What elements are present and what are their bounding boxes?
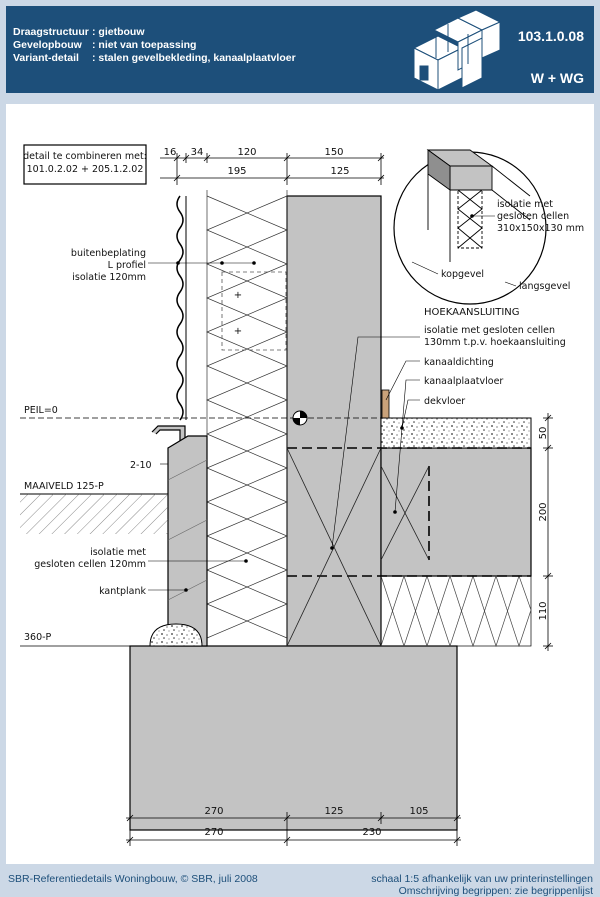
label-isolatie-hoek-1: isolatie met gesloten cellen <box>424 325 555 336</box>
house-isometric-icon <box>412 9 502 91</box>
ground-hatch <box>20 494 168 534</box>
label-kantplank: kantplank <box>99 586 146 597</box>
corrugated-cladding <box>176 195 184 421</box>
title-block: Draagstructuur: gietbouw Gevelopbouw: ni… <box>6 6 594 93</box>
svg-text:+: + <box>234 326 242 337</box>
corner-insul-line1: isolatie met <box>497 199 553 210</box>
combine-note-line1: detail te combineren met: <box>23 151 147 162</box>
footer-scale-note: schaal 1:5 afhankelijk van uw printerins… <box>371 873 593 897</box>
label-isolatie-hoek-2: 130mm t.p.v. hoekaansluiting <box>424 337 566 348</box>
label-kanaaldichting: kanaaldichting <box>424 357 494 368</box>
dim-bottom-105: 105 <box>409 806 428 817</box>
dim-bottom-125: 125 <box>324 806 343 817</box>
l-profile <box>151 425 186 443</box>
footer-glossary-line: Omschrijving begrippen: zie begrippenlij… <box>398 885 593 897</box>
label-buitenbeplating: buitenbeplating <box>71 248 146 259</box>
label-2-10: 2-10 <box>130 460 152 471</box>
slab-dashed-outline <box>287 447 531 577</box>
hollow-core-slab <box>380 447 532 577</box>
svg-text:+: + <box>234 290 242 301</box>
label-isolatie-120: isolatie 120mm <box>72 272 146 283</box>
slab-underside-insulation <box>380 574 532 648</box>
dim-bottom-270a: 270 <box>204 806 223 817</box>
label-360p: 360-P <box>24 632 52 643</box>
gravel-bed <box>149 623 203 647</box>
edge-board <box>167 435 208 647</box>
channel-seal <box>381 389 390 419</box>
dim-top-125: 125 <box>330 166 349 177</box>
dim-right-200: 200 <box>538 502 549 521</box>
corner-insul-line2: gesloten cellen <box>497 211 569 222</box>
header-row-gevelopbouw: Gevelopbouw: niet van toepassing <box>13 39 197 51</box>
corner-detail-isometric <box>426 149 531 262</box>
dim-top-150: 150 <box>324 147 343 158</box>
dim-bottom-230: 230 <box>362 827 381 838</box>
construction-detail-drawing: detail te combineren met: 101.0.2.02 + 2… <box>6 104 594 864</box>
dim-right-110: 110 <box>538 601 549 620</box>
langsgevel-label: langsgevel <box>519 281 570 292</box>
header-row-draagstructuur: Draagstructuur: gietbouw <box>13 26 145 38</box>
dim-top-195: 195 <box>227 166 246 177</box>
label-maaiveld: MAAIVELD 125-P <box>24 481 104 492</box>
footer-scale-line: schaal 1:5 afhankelijk van uw printerins… <box>371 873 593 885</box>
bottom-dimension-lines <box>126 812 461 846</box>
hoekaansluiting-title: HOEKAANSLUITING <box>424 307 520 318</box>
label-dekvloer: dekvloer <box>424 396 465 407</box>
label-peil: PEIL=0 <box>24 405 58 416</box>
right-dimension-lines <box>543 413 553 651</box>
variant-code: W + WG <box>530 70 584 86</box>
foundation-beam <box>129 645 458 831</box>
label-kanaalplaatvloer: kanaalplaatvloer <box>424 376 503 387</box>
combine-note-line2: 101.0.2.02 + 205.1.2.02 <box>27 164 144 175</box>
label-isolatie-met: isolatie met <box>90 547 146 558</box>
kopgevel-label: kopgevel <box>441 269 484 280</box>
label-l-profiel: L profiel <box>108 260 146 271</box>
footer-copyright: SBR-Referentiedetails Woningbouw, © SBR,… <box>8 873 258 885</box>
insulation-panel-outline <box>221 271 287 351</box>
header-row-variant: Variant-detail: stalen gevelbekleding, k… <box>13 52 296 64</box>
wall-centre-cross <box>286 447 430 647</box>
dim-right-50: 50 <box>538 427 549 440</box>
dim-top-34: 34 <box>191 147 204 158</box>
combine-note-box <box>23 144 147 185</box>
top-dimension-lines <box>160 153 385 185</box>
dim-bottom-270b: 270 <box>204 827 223 838</box>
dim-top-16: 16 <box>164 147 177 158</box>
screed-floor <box>380 417 532 449</box>
corner-insul-line3: 310x150x130 mm <box>497 223 584 234</box>
dim-top-120: 120 <box>237 147 256 158</box>
detail-code: 103.1.0.08 <box>517 28 584 44</box>
label-gesloten-cellen-120: gesloten cellen 120mm <box>34 559 146 570</box>
